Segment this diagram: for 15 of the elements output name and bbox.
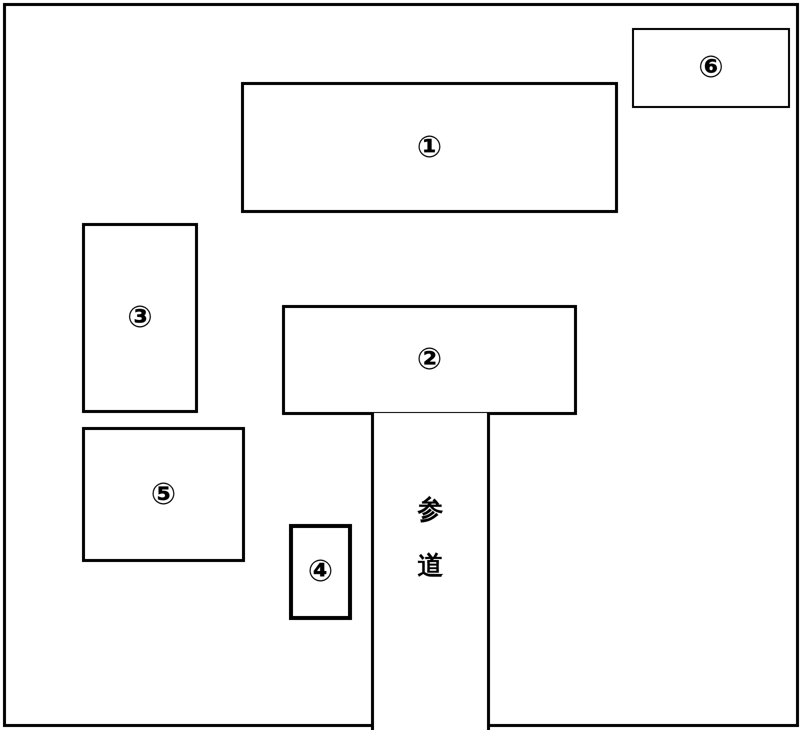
building-number: ⑥ [698,53,724,83]
site-boundary [3,3,799,727]
building-outline [289,524,352,620]
building-number: ③ [127,303,153,333]
building-number: ① [416,132,442,162]
path-label: 参道 [414,473,446,589]
building-number: ④ [308,557,334,587]
building-number: ② [416,345,442,375]
approach-path [371,413,490,730]
building-outline [82,223,198,413]
building-outline [282,305,577,415]
building-outline [632,28,790,108]
building-number: ⑤ [150,480,176,510]
building-outline [82,427,245,562]
building-outline [241,82,618,213]
